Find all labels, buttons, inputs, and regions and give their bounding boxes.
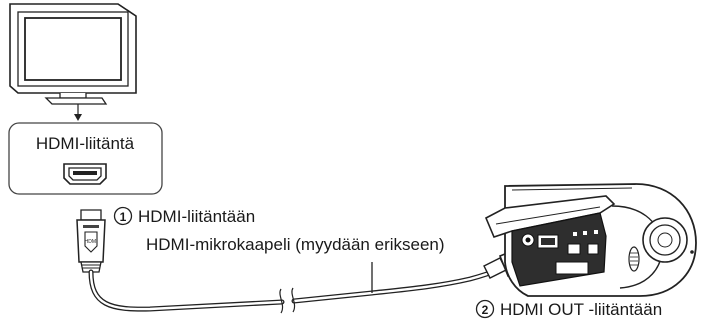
tv-port-label: HDMI-liitäntä xyxy=(36,134,135,153)
step-2-number-badge xyxy=(475,299,495,319)
cable-label: HDMI-mikrokaapeli (myydään erikseen) xyxy=(146,235,445,254)
svg-text:HDMI: HDMI xyxy=(85,239,98,245)
step-2-label: 2 HDMI OUT -liitäntään xyxy=(475,299,662,319)
hdmi-socket-icon xyxy=(63,163,107,185)
step-1-number: 1 xyxy=(120,210,127,224)
step-1-label: 1 HDMI-liitäntään xyxy=(113,206,255,226)
action-camera-illustration xyxy=(484,183,697,297)
hdmi-cable: HDMI xyxy=(76,209,541,314)
step-1-text: HDMI-liitäntään xyxy=(138,207,255,226)
cable-break-icon xyxy=(279,287,296,314)
step-2-number: 2 xyxy=(482,303,489,317)
hdmi-plug-tv-icon: HDMI xyxy=(76,209,106,273)
step-1-number-badge xyxy=(113,206,133,226)
tv-illustration xyxy=(9,3,137,105)
step-2-text: HDMI OUT -liitäntään xyxy=(500,300,662,319)
down-arrow-icon xyxy=(74,104,82,121)
hdmi-port-box: HDMI-liitäntä xyxy=(8,122,163,195)
